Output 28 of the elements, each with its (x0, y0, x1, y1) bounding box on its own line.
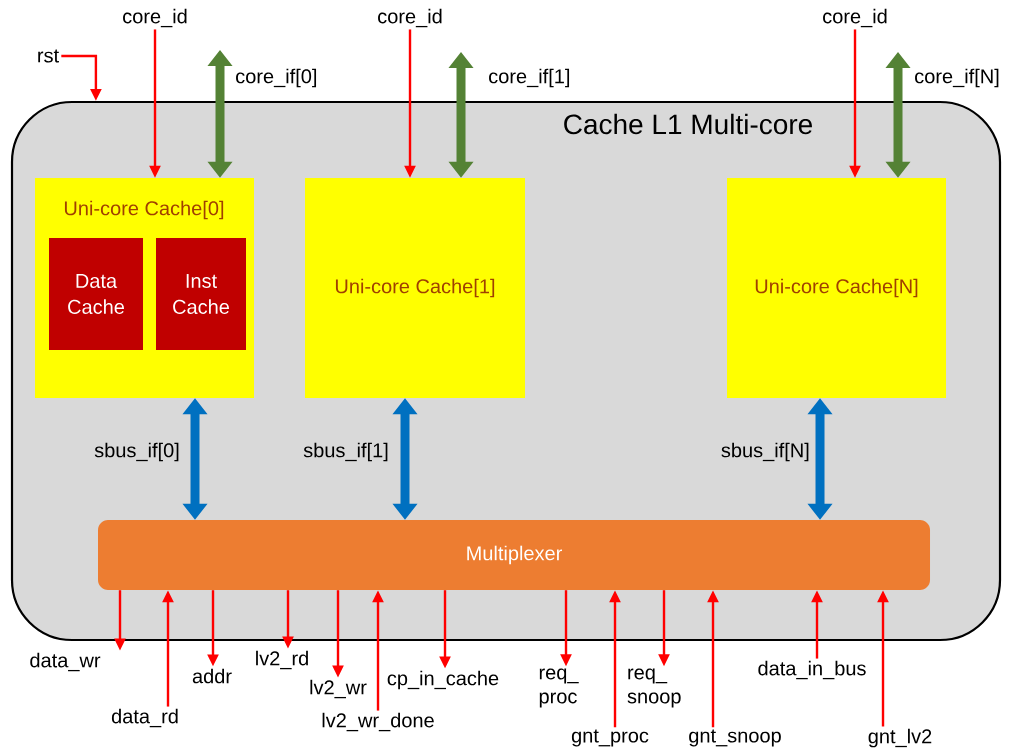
cache-block: Uni-core Cache[N] (727, 178, 946, 398)
signal-label: lv2_wr_done (322, 712, 434, 732)
signal-label: core_id (378, 8, 442, 28)
signal-label: data_wr (30, 652, 101, 672)
signal-label: gnt_lv2 (868, 728, 932, 748)
signal-label: data_rd (111, 708, 178, 728)
edge-label: core_if[N] (915, 68, 999, 88)
signal-label: lv2_wr (310, 679, 367, 699)
edge-label: core_if[1] (489, 68, 570, 88)
signal-label: addr (192, 668, 232, 684)
signal-label: data_in_bus (758, 660, 866, 680)
edge-label: sbus_if[0] (94, 442, 179, 462)
signal-label: rst (38, 49, 59, 63)
signal-label: lv2_rd (256, 650, 308, 670)
signal-label: gnt_snoop (689, 729, 781, 747)
signal-label: core_id (823, 8, 887, 28)
signal-label: req_ snoop (627, 668, 681, 708)
edge-label: core_if[0] (236, 68, 317, 88)
edge-label: sbus_if[1] (303, 442, 388, 462)
memory-block: Inst Cache (156, 238, 246, 350)
signal-label: req_ proc (539, 668, 579, 708)
cache-block: Uni-core Cache[1] (305, 178, 525, 398)
signal-label: core_id (123, 8, 187, 28)
signal-label: cp_in_cache (387, 670, 499, 690)
multiplexer-bar: Multiplexer (98, 520, 930, 590)
signal-label: gnt_proc (571, 729, 649, 747)
memory-block: Data Cache (49, 238, 143, 350)
edge-label: sbus_if[N] (721, 442, 809, 462)
